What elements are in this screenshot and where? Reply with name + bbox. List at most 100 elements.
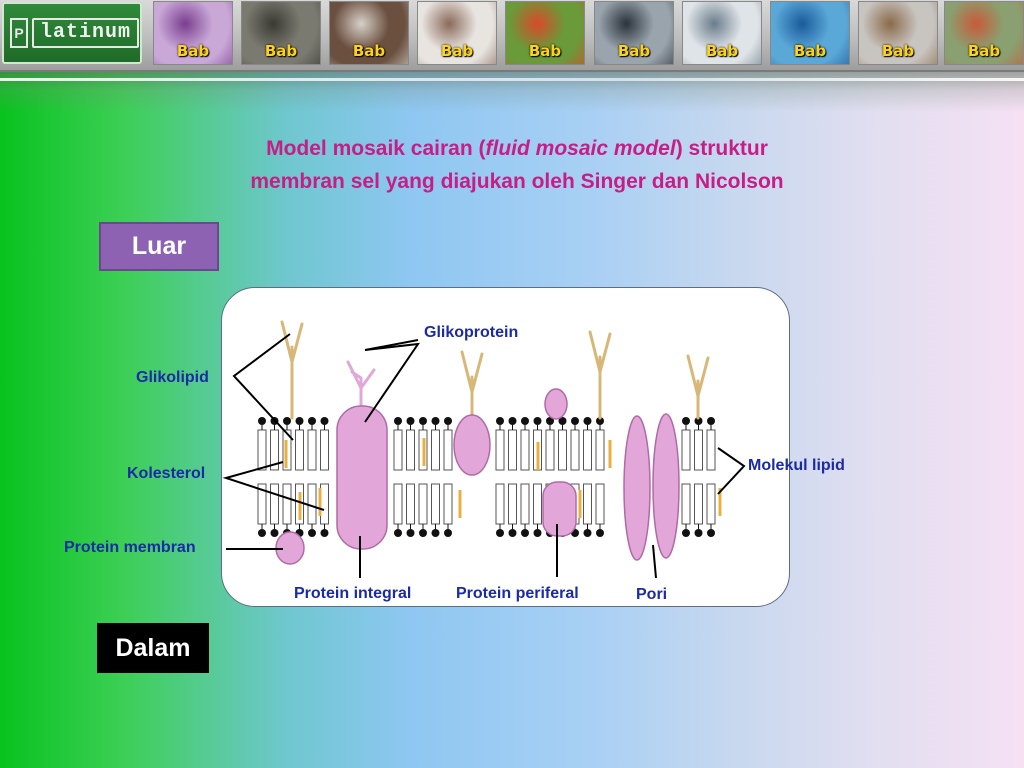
cholesterol-molecule <box>422 438 426 466</box>
peripheral-protein-small <box>544 388 568 420</box>
lipid-head-lower <box>508 529 517 537</box>
lipid-tail-lower <box>270 483 279 525</box>
lipid-head-upper <box>258 417 266 425</box>
lipid-head-upper <box>707 417 715 425</box>
glycoprotein-carbohydrate-chain <box>346 360 376 412</box>
lipid-head-upper <box>394 417 402 425</box>
lipid-head-lower <box>419 529 427 537</box>
lipid-head-lower <box>394 529 402 537</box>
outside-label: Luar <box>99 222 219 271</box>
pore-protein-right <box>652 413 680 559</box>
label-pointer-lines <box>222 333 746 579</box>
lipid-head-lower <box>406 529 415 537</box>
lipid-head-upper <box>533 417 542 425</box>
lipid-tail-upper <box>257 429 267 471</box>
lipid-head-upper <box>419 417 427 425</box>
inside-label: Dalam <box>97 623 209 673</box>
lipid-head-upper <box>682 417 690 425</box>
chapter-tab-1[interactable]: Bab <box>153 1 233 65</box>
lipid-tail-lower <box>583 483 592 525</box>
lipid-head-lower <box>444 529 452 537</box>
chapter-tab-4[interactable]: Bab <box>417 1 497 65</box>
title-text-italic: fluid mosaic model <box>485 137 676 160</box>
cholesterol-molecule <box>608 440 612 468</box>
chapter-tab-5[interactable]: Bab <box>505 1 585 65</box>
integral-protein <box>336 405 388 550</box>
lipid-tail-lower <box>595 483 605 525</box>
lipid-tail-upper <box>681 429 691 471</box>
pointer-glikolipid <box>232 333 294 441</box>
logo-wordmark: latinum <box>32 18 140 48</box>
chapter-thumbnail-image <box>771 2 849 64</box>
lipid-tail-upper <box>307 429 317 471</box>
lipid-tail-upper <box>406 429 415 471</box>
pointer-glikoprotein-upper <box>364 339 419 351</box>
lipid-head-upper <box>320 417 329 425</box>
chapter-tab-8[interactable]: Bab <box>770 1 850 65</box>
lipid-head-upper <box>596 417 604 425</box>
chapter-tab-label: Bab <box>440 42 474 60</box>
lipid-tail-lower <box>418 483 428 525</box>
lipid-tail-upper <box>443 429 453 471</box>
chapter-tab-label: Bab <box>967 42 1001 60</box>
lipid-tail-lower <box>495 483 505 525</box>
chapter-tab-9[interactable]: Bab <box>858 1 938 65</box>
lipid-head-upper <box>444 417 452 425</box>
lipid-tail-upper <box>508 429 517 471</box>
title-line-2: membran sel yang diajukan oleh Singer da… <box>250 170 784 193</box>
chapter-tab-6[interactable]: Bab <box>594 1 674 65</box>
pointer-kolesterol <box>222 461 325 511</box>
lipid-tail-upper <box>706 429 716 471</box>
chapter-thumbnail-image <box>595 2 673 64</box>
lipid-head-upper <box>308 417 316 425</box>
lipid-tail-lower <box>307 483 317 525</box>
cholesterol-molecule <box>578 490 582 518</box>
title-line-1: Model mosaik cairan (fluid mosaic model)… <box>150 132 884 165</box>
chapter-thumbnail-image <box>418 2 496 64</box>
membrane-proteins <box>275 388 680 565</box>
lipid-head-upper <box>496 417 504 425</box>
chapter-thumbnail-image <box>859 2 937 64</box>
chapter-tab-3[interactable]: Bab <box>329 1 409 65</box>
cholesterol-molecule <box>318 488 322 516</box>
chapter-tab-2[interactable]: Bab <box>241 1 321 65</box>
chapter-thumbnail-image <box>330 2 408 64</box>
glycolipid-carbohydrate-chain <box>280 320 304 420</box>
lipid-head-lower <box>583 529 592 537</box>
lipid-tail-lower <box>681 483 691 525</box>
cholesterol-molecule <box>458 490 462 518</box>
pointer-pori <box>652 544 657 579</box>
cholesterol-molecule <box>284 440 288 468</box>
lipid-tail-upper <box>320 429 329 471</box>
lipid-tail-upper <box>583 429 592 471</box>
chapter-thumbnail-image <box>945 2 1023 64</box>
lipid-tail-lower <box>508 483 517 525</box>
lipid-head-lower <box>270 529 279 537</box>
lipid-head-upper <box>295 417 304 425</box>
lipid-tail-upper <box>694 429 703 471</box>
chapter-tab-label: Bab <box>881 42 915 60</box>
lipid-head-upper <box>521 417 529 425</box>
lipid-tail-upper <box>393 429 403 471</box>
slide-title: Model mosaik cairan (fluid mosaic model)… <box>150 132 884 198</box>
lipid-head-lower <box>431 529 440 537</box>
label-protein-periferal: Protein periferal <box>456 585 579 602</box>
lipid-tail-lower <box>706 483 716 525</box>
pore-protein-left <box>623 415 651 561</box>
platinum-logo[interactable]: P latinum <box>2 2 142 64</box>
cholesterol-molecule <box>298 492 302 520</box>
label-kolesterol: Kolesterol <box>127 465 206 482</box>
chapter-tab-10[interactable]: Bab <box>944 1 1024 65</box>
lipid-tail-upper <box>431 429 440 471</box>
chapter-tab-7[interactable]: Bab <box>682 1 762 65</box>
chapter-tab-label: Bab <box>528 42 562 60</box>
label-glikolipid: Glikolipid <box>136 369 209 386</box>
chapter-tab-label: Bab <box>352 42 386 60</box>
lipid-head-upper <box>571 417 579 425</box>
chapter-tab-label: Bab <box>617 42 651 60</box>
lipid-tail-lower <box>320 483 329 525</box>
title-text-1a: Model mosaik cairan ( <box>266 137 486 160</box>
lipid-tail-upper <box>520 429 530 471</box>
lipid-head-lower <box>496 529 504 537</box>
